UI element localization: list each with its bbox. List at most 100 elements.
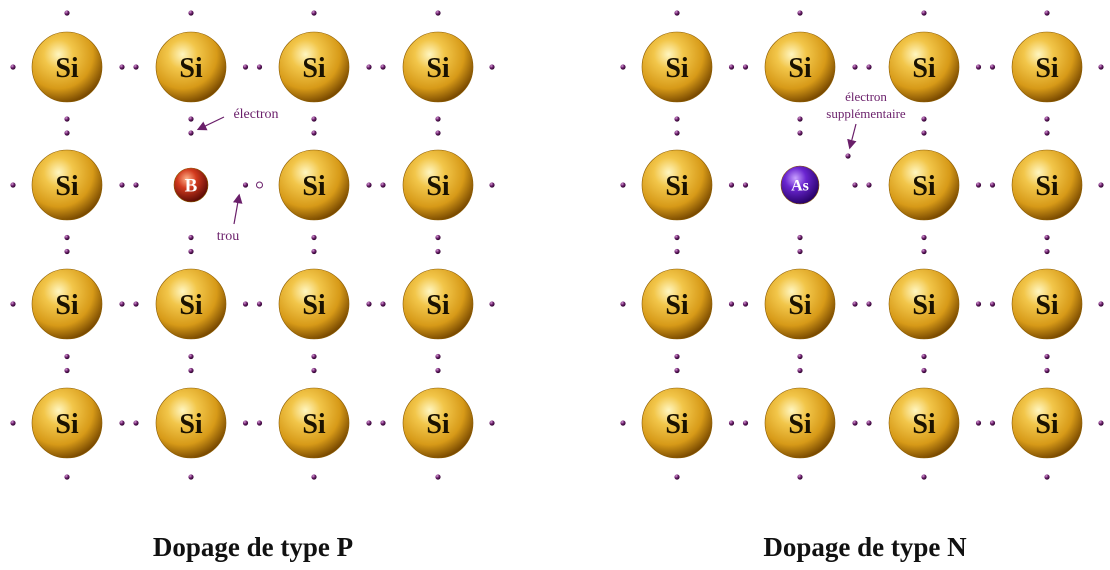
- silicon-atom: Si: [278, 31, 350, 103]
- electron-dot: [1098, 182, 1104, 188]
- electron-dot: [435, 248, 441, 255]
- electron-dot: [921, 367, 927, 374]
- electron-dot: [119, 182, 125, 188]
- silicon-atom-sphere: [155, 387, 227, 459]
- electron-dot: [188, 248, 194, 255]
- electron-dot: [797, 474, 803, 480]
- electron-dot: [620, 301, 626, 307]
- silicon-atom-symbol: Si: [665, 171, 689, 202]
- silicon-atom: Si: [888, 268, 960, 340]
- silicon-atom-symbol: Si: [179, 409, 203, 440]
- electron-dot: [674, 130, 680, 136]
- silicon-atom-symbol: Si: [426, 409, 450, 440]
- electron-dot: [674, 248, 680, 255]
- boron-atom-sphere: [173, 167, 209, 203]
- silicon-atom: Si: [641, 31, 713, 103]
- silicon-atom-sphere: [278, 149, 350, 221]
- electron-dot: [133, 420, 139, 426]
- electron-dot: [921, 10, 927, 16]
- electron-dot: [380, 420, 386, 426]
- electron-dot: [674, 10, 680, 16]
- silicon-atom: Si: [1011, 149, 1083, 221]
- electron-dot: [742, 64, 749, 70]
- electron-dot: [989, 420, 996, 426]
- electron-dot: [742, 182, 749, 188]
- silicon-atom: Si: [764, 268, 836, 340]
- electron-dot: [242, 420, 249, 426]
- electron-dot: [975, 182, 982, 188]
- arsenic-atom-symbol: As: [791, 178, 809, 195]
- electron-dot: [188, 130, 194, 136]
- boron-atom: B: [173, 167, 209, 203]
- electron-dot: [64, 116, 70, 122]
- electron-dot: [1044, 116, 1050, 122]
- silicon-atom: Si: [155, 268, 227, 340]
- silicon-atom-symbol: Si: [912, 53, 936, 84]
- electron-dot: [10, 301, 16, 307]
- silicon-atom-sphere: [641, 387, 713, 459]
- silicon-atom-sphere: [888, 387, 960, 459]
- electron-dot: [1044, 10, 1050, 16]
- electron-dot: [921, 234, 927, 241]
- silicon-atom-symbol: Si: [55, 171, 79, 202]
- electron-dot: [311, 474, 317, 480]
- silicon-atom-symbol: Si: [179, 53, 203, 84]
- electron-dot: [380, 64, 386, 70]
- electron-dot: [866, 301, 872, 307]
- silicon-atom-symbol: Si: [912, 409, 936, 440]
- electron-dot: [866, 182, 872, 188]
- electron-dot: [242, 301, 249, 307]
- silicon-atom-sphere: [764, 31, 836, 103]
- silicon-atom-sphere: [278, 31, 350, 103]
- electron-dot: [620, 420, 626, 426]
- silicon-atom-sphere: [764, 268, 836, 340]
- silicon-atom-symbol: Si: [55, 290, 79, 321]
- electron-dot: [1044, 353, 1050, 360]
- electron-dot: [256, 64, 263, 70]
- hole-marker: [256, 181, 263, 189]
- silicon-atom-sphere: [31, 149, 103, 221]
- electron-dot: [188, 116, 194, 122]
- electron-dot: [311, 130, 317, 136]
- electron-dot: [797, 367, 803, 374]
- silicon-atom: Si: [31, 387, 103, 459]
- extra-electron-label-line1: électron: [845, 89, 887, 104]
- silicon-atom: Si: [31, 268, 103, 340]
- electron-dot: [1098, 64, 1104, 70]
- electron-dot: [728, 301, 735, 307]
- electron-dot: [119, 420, 125, 426]
- silicon-atom-sphere: [402, 387, 474, 459]
- electron-dot: [380, 301, 386, 307]
- electron-dot: [489, 64, 495, 70]
- silicon-atom-symbol: Si: [55, 409, 79, 440]
- silicon-atom-sphere: [155, 268, 227, 340]
- silicon-atom: Si: [402, 149, 474, 221]
- electron-dot: [989, 64, 996, 70]
- electron-dot: [64, 10, 70, 16]
- silicon-atom-symbol: Si: [665, 409, 689, 440]
- electron-dot: [311, 367, 317, 374]
- electron-dot: [64, 130, 70, 136]
- silicon-atom-symbol: Si: [788, 409, 812, 440]
- silicon-atom: Si: [641, 268, 713, 340]
- silicon-atom: Si: [278, 268, 350, 340]
- silicon-atom: Si: [641, 149, 713, 221]
- silicon-atom: Si: [278, 387, 350, 459]
- silicon-atom-symbol: Si: [912, 171, 936, 202]
- silicon-atom-sphere: [1011, 268, 1083, 340]
- silicon-atom-symbol: Si: [179, 290, 203, 321]
- electron-dot: [921, 353, 927, 360]
- electron-dot: [133, 301, 139, 307]
- silicon-atom-symbol: Si: [788, 290, 812, 321]
- electron-dot: [435, 234, 441, 241]
- electron-dot: [435, 367, 441, 374]
- electron-dot: [797, 116, 803, 122]
- electron-label: électron: [233, 107, 278, 122]
- electron-dot: [256, 420, 263, 426]
- silicon-atom-sphere: [1011, 149, 1083, 221]
- silicon-atom-sphere: [278, 387, 350, 459]
- electron-dot: [64, 234, 70, 241]
- silicon-atom: Si: [1011, 387, 1083, 459]
- electron-dot: [1098, 420, 1104, 426]
